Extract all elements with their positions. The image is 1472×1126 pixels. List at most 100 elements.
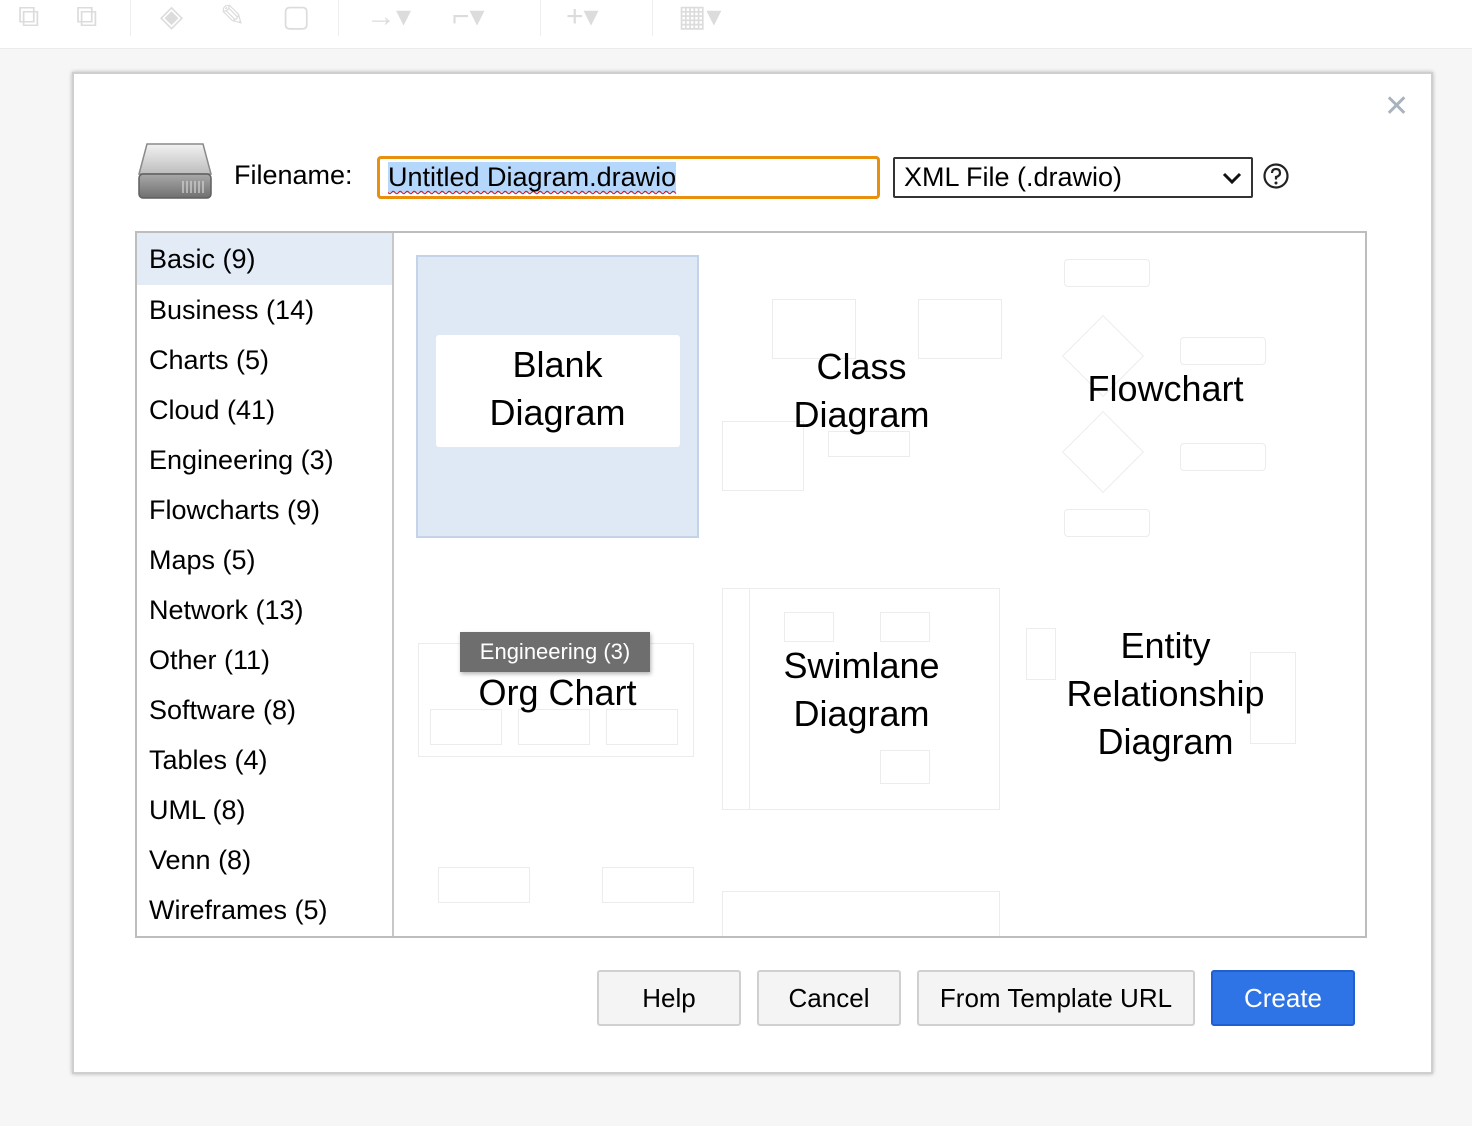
category-label: Network (13) [149, 595, 304, 625]
line-color-icon[interactable]: ✎ [220, 0, 246, 33]
template-label-line: Diagram [489, 392, 626, 433]
toolbar-divider [540, 0, 541, 36]
filename-input[interactable]: Untitled Diagram.drawio [377, 156, 880, 199]
template-swimlane-diagram[interactable]: Swimlane Diagram [720, 586, 1003, 811]
template-org-chart[interactable]: Org Chart [416, 563, 699, 846]
category-label: Venn (8) [149, 845, 252, 875]
category-label: UML (8) [149, 795, 246, 825]
category-flowcharts[interactable]: Flowcharts (9) [137, 485, 392, 535]
category-label: Flowcharts (9) [149, 495, 321, 525]
close-icon[interactable]: ✕ [1384, 90, 1410, 123]
wireframe-frame [722, 891, 1000, 936]
category-cloud[interactable]: Cloud (41) [137, 385, 392, 435]
category-label: Business (14) [149, 295, 315, 325]
template-class-diagram[interactable]: Class Diagram [720, 255, 1003, 538]
table-icon[interactable]: ▦▾ [678, 0, 722, 33]
sequence-object [438, 867, 530, 903]
org-box [606, 709, 678, 745]
flow-box [1180, 443, 1266, 471]
toolbar-divider [338, 0, 339, 36]
flow-diamond [1061, 410, 1145, 494]
template-label-line: Class [816, 346, 907, 387]
toolbar-divider [652, 0, 653, 36]
template-label-line: Relationship [1066, 673, 1265, 714]
fill-color-icon[interactable]: ◈ [160, 0, 184, 33]
template-label-line: Flowchart [1087, 368, 1244, 409]
category-maps[interactable]: Maps (5) [137, 535, 392, 585]
category-list: Basic (9) Business (14) Charts (5) Cloud… [137, 233, 394, 936]
template-entity-relationship-diagram[interactable]: Entity Relationship Diagram [1024, 586, 1307, 811]
waypoints-icon[interactable]: ⌐▾ [452, 0, 485, 33]
category-label: Basic (9) [149, 244, 256, 274]
flow-box [1180, 337, 1266, 365]
swimlane-box [880, 750, 930, 784]
create-button[interactable]: Create [1211, 970, 1355, 1026]
help-button[interactable]: Help [597, 970, 741, 1026]
category-label: Wireframes (5) [149, 895, 328, 925]
filename-value: Untitled Diagram.drawio [388, 162, 677, 193]
from-template-url-button[interactable]: From Template URL [917, 970, 1195, 1026]
template-label-line: Entity [1120, 625, 1211, 666]
category-tables[interactable]: Tables (4) [137, 735, 392, 785]
swimlane-box [784, 612, 834, 642]
category-network[interactable]: Network (13) [137, 585, 392, 635]
category-venn[interactable]: Venn (8) [137, 835, 392, 885]
template-label-line: Org Chart [478, 672, 637, 713]
category-label: Engineering (3) [149, 445, 334, 475]
template-label-line: Blank [512, 344, 603, 385]
category-business[interactable]: Business (14) [137, 285, 392, 335]
hard-drive-icon [138, 143, 212, 199]
swimlane-header [722, 588, 750, 810]
format-select[interactable]: XML File (.drawio) [893, 157, 1253, 198]
class-box [828, 431, 910, 457]
class-box [722, 421, 804, 491]
question-circle-icon[interactable] [1262, 162, 1290, 190]
flow-box [1064, 259, 1150, 287]
template-label-line: Diagram [1097, 721, 1234, 762]
template-grid: Blank Diagram Class Diagram Flowch [394, 233, 1365, 936]
category-label: Software (8) [149, 695, 297, 725]
toolbar-divider [130, 0, 131, 36]
category-label: Tables (4) [149, 745, 268, 775]
blank-preview [436, 335, 680, 447]
org-box [518, 709, 590, 745]
sequence-object [602, 867, 694, 903]
category-label: Cloud (41) [149, 395, 276, 425]
flow-box [1064, 509, 1150, 537]
category-label: Other (11) [149, 645, 271, 675]
new-diagram-dialog: ✕ Filename: Untitled Diagram.drawio XML … [72, 72, 1433, 1074]
filename-label: Filename: [234, 160, 353, 190]
template-wireframe[interactable] [720, 889, 1003, 936]
category-label: Charts (5) [149, 345, 270, 375]
template-label-line: Diagram [793, 693, 930, 734]
category-wireframes[interactable]: Wireframes (5) [137, 885, 392, 935]
to-back-icon[interactable]: ⧉ [18, 0, 40, 33]
format-select-value: XML File (.drawio) [904, 162, 1123, 192]
template-label-line: Diagram [793, 394, 930, 435]
category-label: Maps (5) [149, 545, 256, 575]
cancel-button[interactable]: Cancel [757, 970, 901, 1026]
to-front-icon[interactable]: ⧉ [76, 0, 98, 33]
class-box [918, 299, 1002, 359]
category-uml[interactable]: UML (8) [137, 785, 392, 835]
template-sequence-diagram[interactable] [416, 863, 699, 936]
class-box [772, 299, 856, 359]
insert-icon[interactable]: +▾ [566, 0, 599, 33]
category-charts[interactable]: Charts (5) [137, 335, 392, 385]
template-blank-diagram[interactable]: Blank Diagram [416, 255, 699, 538]
connection-icon[interactable]: →▾ [366, 0, 412, 33]
template-flowchart[interactable]: Flowchart [1024, 255, 1307, 538]
category-engineering[interactable]: Engineering (3) [137, 435, 392, 485]
erd-table [1250, 652, 1296, 744]
category-basic[interactable]: Basic (9) [137, 233, 392, 285]
category-tooltip: Engineering (3) [460, 632, 650, 672]
template-label-line: Swimlane [783, 645, 940, 686]
category-software[interactable]: Software (8) [137, 685, 392, 735]
background-toolbar: ⧉ ⧉ ◈ ✎ ▢ →▾ ⌐▾ +▾ ▦▾ [0, 0, 1472, 49]
swimlane-box [880, 612, 930, 642]
org-box [430, 709, 502, 745]
category-other[interactable]: Other (11) [137, 635, 392, 685]
template-panel: Basic (9) Business (14) Charts (5) Cloud… [135, 231, 1367, 938]
erd-table [1026, 628, 1056, 680]
shadow-icon[interactable]: ▢ [282, 0, 311, 33]
